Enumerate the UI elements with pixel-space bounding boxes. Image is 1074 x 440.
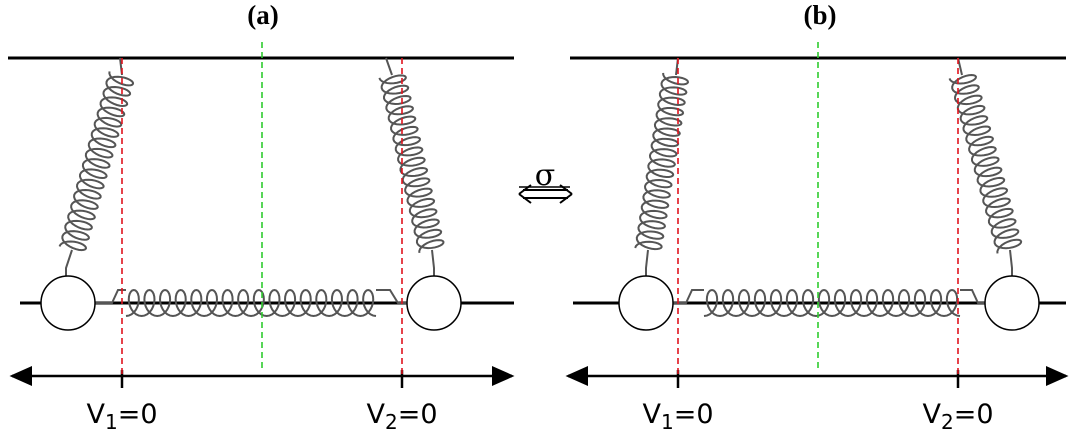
v2-label: V2=0 <box>922 399 993 434</box>
spring-lead <box>645 249 649 276</box>
v2-label: V2=0 <box>366 399 437 434</box>
left-spring <box>58 71 135 252</box>
spring-lead <box>431 249 435 276</box>
double-arrow-icon <box>518 184 573 204</box>
right-spring <box>948 73 1023 254</box>
v1-label: V1=0 <box>642 399 713 434</box>
left-spring <box>634 72 690 251</box>
panel-b: (b) V1=0 V2=0 <box>565 0 1069 434</box>
mass-right <box>984 275 1040 331</box>
coupling-spring <box>703 288 961 318</box>
spring-lead <box>1009 249 1013 276</box>
mass-right <box>406 275 462 331</box>
panel-a: (a) V1=0 V2=0 <box>8 0 515 434</box>
sigma-symbol: σ <box>535 158 555 193</box>
coupling-spring <box>125 288 377 318</box>
springs <box>634 57 1023 318</box>
spring-lead <box>673 289 704 304</box>
right-spring <box>378 74 445 253</box>
mass-left <box>618 275 674 331</box>
spring-lead <box>960 289 985 304</box>
panel-b-title: (b) <box>804 0 837 30</box>
spring-lead <box>65 249 73 276</box>
sigma-operator: σ <box>518 158 573 204</box>
panel-a-title: (a) <box>247 0 278 30</box>
springs <box>58 57 445 318</box>
mass-left <box>40 275 96 331</box>
v1-label: V1=0 <box>86 399 157 434</box>
spring-lead <box>385 57 393 76</box>
